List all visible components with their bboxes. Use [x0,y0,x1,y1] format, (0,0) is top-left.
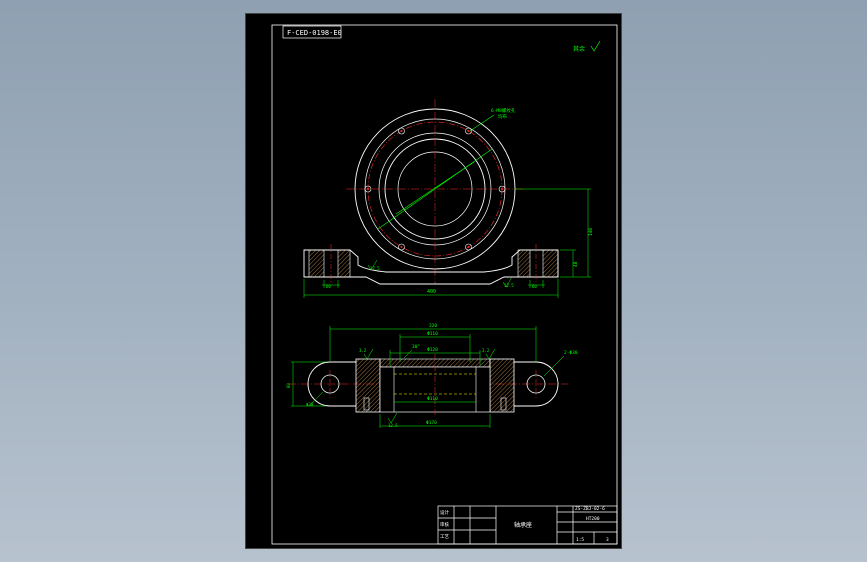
bolt-hole [465,127,472,135]
right-ear-hole [526,374,546,394]
roughness-symbol-general [590,40,601,52]
bottom-roughness-value: 12.5 [388,423,398,428]
left-slot [363,397,370,411]
front-view: 6-M8螺纹孔 均布 400 [303,99,594,298]
section-height-dim: 80 [286,383,291,388]
bolt-hole [398,243,405,251]
title-row-label-2: 审核 [440,521,449,528]
right-foot-hatch-2 [542,249,559,278]
drawing-no: ZS-ZBJ-02-6 [575,506,605,512]
roughness-note: 其余 [573,45,585,53]
inner-bottom-dim: Φ170 [426,420,437,426]
foot-height-dim: 40 [573,261,579,267]
right-slot-dim: 60 [532,284,537,289]
left-foot-hatch [308,249,325,278]
bore-dim-mid: Φ120 [427,347,438,353]
left-ear-hole [320,374,340,394]
left-roughness-value: 3.2 [359,348,367,353]
left-ear-outline [307,361,356,407]
sheet-number: 3 [606,537,609,543]
material: HT200 [586,516,600,522]
bolt-hole [398,127,405,135]
part-name: 轴承座 [514,521,532,529]
right-ear-outline [514,361,559,407]
cad-drawing: F-CED-0198-E0 其余 6-M8螺纹孔 [271,24,618,545]
left-hole-dim: Φ30 [306,402,314,407]
body-hatch-right [489,358,515,413]
drawing-number-text: F-CED-0198-E0 [287,29,342,37]
bolt-hole [498,185,506,193]
bore-dim-bottom: Φ110 [427,396,438,402]
height-dim: 140 [588,228,594,236]
body-hatch-left [355,358,381,413]
right-hole-note: 2-Φ30 [564,350,578,356]
scale: 1:5 [576,537,584,543]
left-slot-dim: 60 [326,284,331,289]
section-view: 320 Φ110 Φ120 Φ110 Φ170 30° 3.2 3.2 12.5… [286,323,578,428]
angle-dim: 30° [412,344,420,350]
title-block [437,505,618,545]
diameter-leader-2 [395,161,475,215]
title-row-label-3: 工艺 [440,534,449,540]
drawing-number-box [282,25,342,39]
base-outline [303,249,559,285]
overall-dim: 320 [429,323,437,329]
right-slot [500,397,507,411]
title-row-label-1: 设计 [440,509,449,516]
right-roughness-value: 3.2 [482,348,490,353]
base-width-dim: 400 [427,289,436,295]
left-foot-hatch-2 [337,249,351,278]
hole-note-line1: 6-M8螺纹孔 [491,107,516,114]
right-foot-hatch [517,249,531,278]
bolt-holes [364,127,506,251]
hole-note-line2: 均布 [498,113,507,120]
bore-dim-top: Φ110 [427,331,438,337]
bolt-hole [364,185,372,193]
left-roughness-value: 12.5 [370,266,380,271]
bottom-roughness-value: 12.5 [504,283,514,288]
drawing-sheet: F-CED-0198-E0 其余 6-M8螺纹孔 [245,13,622,549]
hole-note-leader [469,114,495,132]
bolt-hole [465,243,472,251]
